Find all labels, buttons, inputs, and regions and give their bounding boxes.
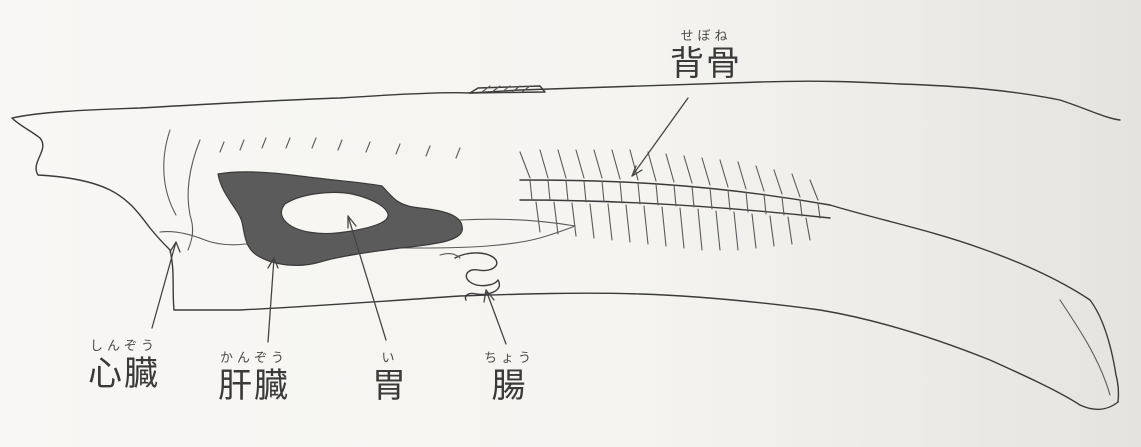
rib-ticks xyxy=(220,138,460,158)
fish-body-outline xyxy=(12,81,1120,120)
arrow-spine xyxy=(632,98,688,176)
label-spine-ruby: せぼね xyxy=(670,30,742,43)
label-stomach: い 胃 xyxy=(372,352,408,403)
fish-belly-outline xyxy=(170,250,1118,409)
label-heart: しんぞう 心臓 xyxy=(88,340,160,391)
fish-head-outline xyxy=(12,118,170,250)
heart-region xyxy=(160,231,245,244)
gut-line-upper xyxy=(460,219,575,226)
fish-tail-outline xyxy=(830,205,1119,402)
spine-vertebrae xyxy=(520,150,830,250)
arrow-liver xyxy=(268,258,274,342)
label-heart-kanji: 心臓 xyxy=(88,357,160,391)
label-intestine: ちょう 腸 xyxy=(484,352,535,403)
label-liver-ruby: かんぞう xyxy=(218,352,290,365)
label-intestine-ruby: ちょう xyxy=(484,352,535,365)
label-spine: せぼね 背骨 xyxy=(670,30,742,81)
arrow-heart xyxy=(152,242,176,328)
gill-line xyxy=(188,140,200,250)
intestine-shape xyxy=(455,253,499,300)
label-intestine-kanji: 腸 xyxy=(484,369,535,403)
label-heart-ruby: しんぞう xyxy=(88,340,160,353)
label-stomach-kanji: 胃 xyxy=(372,369,408,403)
gill-line-2 xyxy=(164,130,176,215)
label-liver: かんぞう 肝臓 xyxy=(218,352,290,403)
label-stomach-ruby: い xyxy=(372,352,408,365)
fish-tail-fold xyxy=(1060,300,1110,395)
label-liver-kanji: 肝臓 xyxy=(218,369,290,403)
label-spine-kanji: 背骨 xyxy=(670,47,742,81)
arrow-intestine xyxy=(486,290,506,344)
